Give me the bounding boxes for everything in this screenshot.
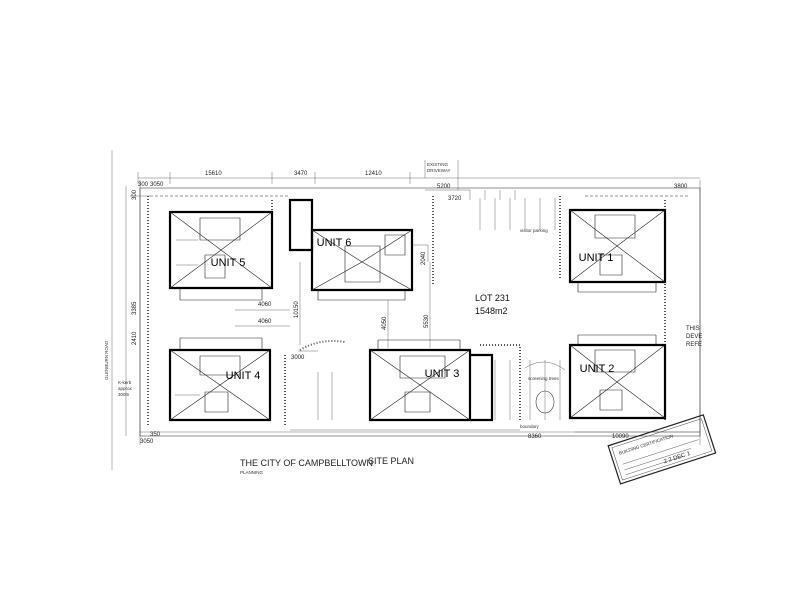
kerb-note-3: 300m [118, 392, 130, 397]
dim-left-3385: 3385 [132, 301, 138, 315]
right-margin-text-1: THIS [686, 326, 700, 332]
dim-left-300: 300 [132, 189, 138, 200]
dim-top-15610: 15610 [205, 171, 222, 177]
lot-area: 1548m2 [475, 306, 508, 316]
dim-mid-4060b: 4060 [258, 319, 272, 325]
unit-4 [168, 337, 272, 422]
dimension-lines [140, 262, 700, 433]
lot-name: LOT 231 [475, 293, 510, 303]
dim-bottom-350: 350 [150, 432, 161, 438]
kerb-note-1: K-kerb [118, 380, 132, 385]
dim-top-300: 300 [138, 182, 149, 188]
unit-6 [288, 198, 429, 301]
site-boundary [111, 150, 701, 470]
unit-5-label: UNIT 5 [211, 257, 246, 269]
dim-top-12410: 12410 [365, 171, 382, 177]
dim-mid-10150: 10150 [294, 301, 300, 318]
kerb-note-2: approx [118, 386, 133, 391]
dim-top-3720: 3720 [448, 196, 462, 202]
screen-note: screening trees [528, 376, 560, 381]
council-text: THE CITY OF CAMPBELLTOWN [240, 458, 373, 468]
dim-top-3050: 3050 [150, 182, 164, 188]
dim-mid-4060a: 4060 [258, 302, 272, 308]
council-sub: PLANNING [240, 470, 264, 475]
dim-bottom-3050: 3050 [140, 439, 154, 445]
driveway-label-1: EXISTING [427, 162, 449, 167]
dim-top-5200: 5200 [437, 184, 451, 190]
driveway-label-2: DRIVEWAY [427, 168, 451, 173]
dim-top-3800: 3800 [674, 184, 688, 190]
dim-mid-3000: 3000 [291, 355, 305, 361]
unit-3 [368, 339, 494, 422]
site-plan-title: SITE PLAN [368, 456, 414, 466]
certification-stamp [607, 414, 717, 485]
unit-1 [568, 208, 667, 293]
dim-left-2410: 2410 [132, 331, 138, 345]
right-margin-text-3: REFE [686, 342, 702, 348]
road-label: GLENBURN ROAD [104, 340, 109, 380]
parking-lines [317, 190, 566, 420]
boundary-note: boundary [520, 424, 540, 429]
unit-2 [568, 334, 667, 420]
right-margin-text-2: DEVE [686, 334, 702, 340]
visitor-parking-note: visitor parking [520, 228, 548, 233]
dim-mid-4050: 4050 [382, 316, 388, 330]
dim-top-3470: 3470 [294, 171, 308, 177]
unit-6-label: UNIT 6 [317, 237, 352, 249]
unit-3-label: UNIT 3 [425, 368, 460, 380]
dim-mid-5530: 5530 [424, 314, 430, 328]
unit-5 [168, 210, 274, 301]
dim-bottom-10090: 10090 [612, 434, 629, 440]
unit-1-label: UNIT 1 [579, 252, 614, 264]
unit-2-label: UNIT 2 [580, 363, 615, 375]
unit-4-label: UNIT 4 [226, 370, 261, 382]
dim-mid-2040: 2040 [421, 251, 427, 265]
dim-bottom-8360: 8360 [528, 434, 542, 440]
